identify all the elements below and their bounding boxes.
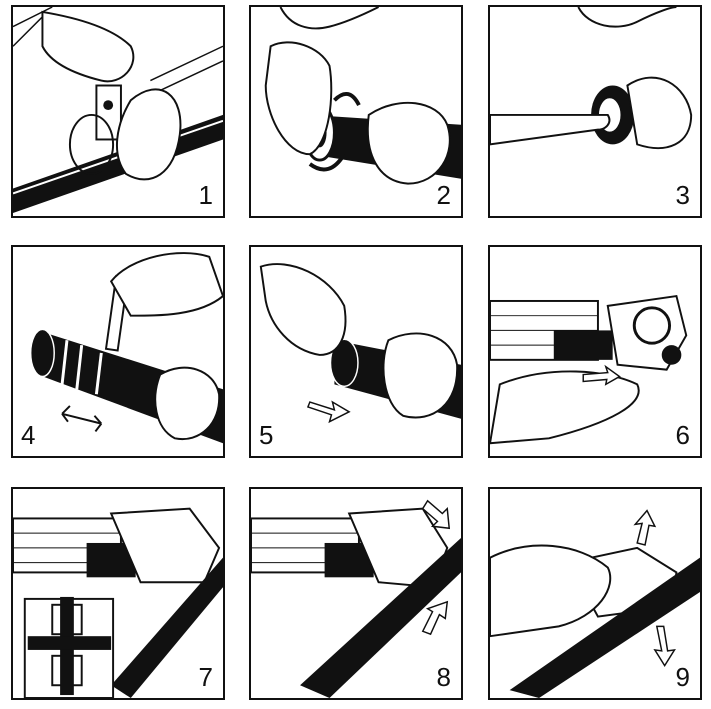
step-panel-3: 3 — [488, 5, 702, 218]
step-number: 6 — [675, 420, 690, 450]
step-panel-4: 4 — [11, 245, 225, 458]
removing-press-tool-illustration — [490, 509, 700, 698]
cutting-pipe-illustration — [13, 7, 223, 214]
positioning-press-tool-illustration — [13, 507, 223, 698]
step-number: 8 — [436, 662, 451, 692]
step-panel-8: 8 — [249, 487, 463, 700]
step-panel-7: 7 — [11, 487, 225, 700]
opening-press-jaw-illustration — [490, 294, 688, 445]
step-number: 5 — [259, 420, 274, 450]
step-panel-9: 9 — [488, 487, 702, 700]
step-number: 9 — [675, 662, 690, 692]
inserting-pipe-illustration — [259, 263, 461, 424]
step-number: 2 — [436, 180, 451, 210]
step-panel-6: 6 — [488, 245, 702, 458]
step-panel-1: 1 — [11, 5, 225, 218]
pressing-fitting-illustration — [251, 499, 461, 698]
step-panel-5: 5 — [249, 245, 463, 458]
step-number: 3 — [675, 180, 690, 210]
step-panel-2: 2 — [249, 5, 463, 218]
step-number: 4 — [21, 420, 36, 450]
step-number: 1 — [198, 180, 213, 210]
marking-insertion-depth-illustration — [29, 252, 223, 444]
step-number: 7 — [198, 662, 213, 692]
checking-fitting-illustration — [490, 7, 693, 149]
deburring-pipe-illustration — [264, 7, 461, 185]
